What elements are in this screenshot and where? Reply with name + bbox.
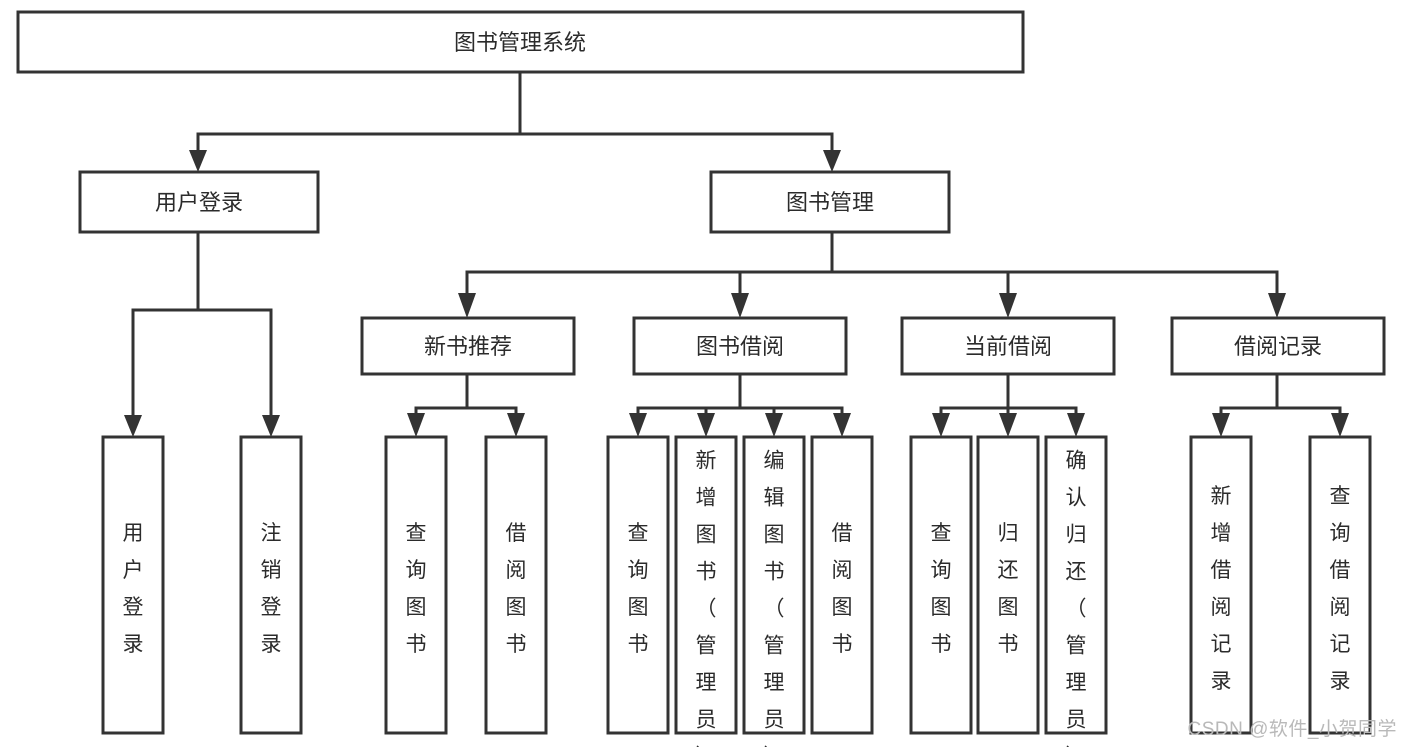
node-current-borrow[interactable]: 当前借阅 (900, 316, 1116, 376)
leaf-new-book-1-box[interactable] (384, 435, 448, 735)
arrow-borrow-leaf4 (833, 413, 851, 437)
leaf-current-borrow-2-box[interactable] (976, 435, 1040, 735)
leaf-user-login-1-box[interactable] (101, 435, 165, 735)
leaf-book-borrow-3-label: 编辑图书（管理员） (764, 449, 785, 747)
arrow-book-manage-to-current (999, 293, 1017, 318)
node-user-login-label: 用户登录 (155, 190, 243, 215)
leaf-book-borrow-1[interactable] (606, 435, 670, 735)
leaf-book-borrow-2-label: 新增图书（管理员） (696, 449, 717, 747)
leaf-borrow-record-2-label: 查询借阅记录 (1330, 485, 1351, 693)
leaf-new-book-1[interactable] (384, 435, 448, 735)
leaf-borrow-record-2-box[interactable] (1308, 435, 1372, 735)
arrow-user-login-leaf1 (124, 415, 142, 437)
arrow-book-manage-to-record (1268, 293, 1286, 318)
leaf-current-borrow-3-label: 确认归还（管理员） (1066, 449, 1087, 747)
leaf-current-borrow-2[interactable] (976, 435, 1040, 735)
node-current-borrow-box[interactable] (900, 316, 1116, 376)
leaf-borrow-record-2[interactable] (1308, 435, 1372, 735)
leaf-user-login-2-label: 注销登录 (261, 522, 282, 656)
node-borrow-record-box[interactable] (1170, 316, 1386, 376)
arrow-book-manage-to-new-book (458, 293, 476, 318)
leaf-borrow-record-1-label: 新增借阅记录 (1211, 485, 1232, 693)
leaf-current-borrow-1[interactable] (909, 435, 973, 735)
leaf-book-borrow-4[interactable] (810, 435, 874, 735)
node-new-book-recommend[interactable]: 新书推荐 (360, 316, 576, 376)
edge-user-login-to-bus (131, 230, 273, 312)
leaf-user-login-2[interactable] (239, 435, 303, 735)
leaf-current-borrow-1-label: 查询图书 (931, 522, 952, 656)
leaf-book-borrow-4-label: 借阅图书 (832, 522, 853, 656)
leaf-user-login-1[interactable] (101, 435, 165, 735)
arrow-root-to-user-login (189, 150, 207, 172)
leaf-user-login-2-box[interactable] (239, 435, 303, 735)
leaf-book-borrow-1-label: 查询图书 (628, 522, 649, 656)
node-user-login[interactable]: 用户登录 (78, 170, 320, 234)
edge-new-book-to-bus (414, 372, 518, 410)
arrow-borrow-leaf2 (697, 413, 715, 437)
node-borrow-record-label: 借阅记录 (1234, 334, 1322, 359)
edge-root-to-bus (196, 70, 834, 136)
arrow-borrow-leaf1 (629, 413, 647, 437)
node-new-book-recommend-box[interactable] (360, 316, 576, 376)
leaf-new-book-2[interactable] (484, 435, 548, 735)
leaf-user-login-1-label: 用户登录 (123, 522, 144, 656)
edge-borrow-to-bus (636, 372, 844, 410)
leaf-current-borrow-3[interactable] (1044, 435, 1108, 735)
leaf-labels-layer: 用户登录 注销登录 查询图书 借阅图书 查询图书 新增图书（管理员） 编辑图书（管理员） 借阅… (123, 449, 1351, 747)
arrow-borrow-leaf3 (765, 413, 783, 437)
node-book-manage-box[interactable] (709, 170, 951, 234)
node-new-book-recommend-label: 新书推荐 (424, 334, 512, 359)
edge-record-to-bus (1219, 372, 1342, 410)
leaf-new-book-2-label: 借阅图书 (506, 522, 527, 656)
node-book-borrow-label: 图书借阅 (696, 334, 784, 359)
node-borrow-record[interactable]: 借阅记录 (1170, 316, 1386, 376)
arrow-current-leaf1 (932, 413, 950, 437)
node-root-box[interactable] (16, 10, 1025, 74)
leaf-book-borrow-2[interactable] (674, 435, 738, 735)
leaf-new-book-2-box[interactable] (484, 435, 548, 735)
node-current-borrow-label: 当前借阅 (964, 334, 1052, 359)
leaf-current-borrow-3-box[interactable] (1044, 435, 1108, 735)
leaf-book-borrow-3[interactable] (742, 435, 806, 735)
arrow-new-book-leaf2 (507, 413, 525, 437)
leaf-new-book-1-label: 查询图书 (406, 522, 427, 656)
node-book-manage[interactable]: 图书管理 (709, 170, 951, 234)
arrow-record-leaf2 (1331, 413, 1349, 437)
arrow-root-to-book-manage (823, 150, 841, 172)
arrow-new-book-leaf1 (407, 413, 425, 437)
node-root[interactable]: 图书管理系统 (16, 10, 1025, 74)
arrow-current-leaf2 (999, 413, 1017, 437)
leaf-book-borrow-2-box[interactable] (674, 435, 738, 735)
leaf-book-borrow-1-box[interactable] (606, 435, 670, 735)
arrow-book-manage-to-borrow (731, 293, 749, 318)
node-book-manage-label: 图书管理 (786, 190, 874, 215)
arrow-user-login-leaf2 (262, 415, 280, 437)
leaf-book-borrow-3-box[interactable] (742, 435, 806, 735)
leaf-borrow-record-1-box[interactable] (1189, 435, 1253, 735)
leaf-current-borrow-2-label: 归还图书 (998, 522, 1019, 656)
node-user-login-box[interactable] (78, 170, 320, 234)
connectors-layer (124, 70, 1349, 437)
edge-current-to-bus (939, 372, 1078, 410)
node-book-borrow-box[interactable] (632, 316, 848, 376)
arrow-current-leaf3 (1067, 413, 1085, 437)
leaf-current-borrow-1-box[interactable] (909, 435, 973, 735)
arrow-record-leaf1 (1212, 413, 1230, 437)
node-root-label: 图书管理系统 (454, 30, 586, 55)
edge-book-manage-to-bus (465, 230, 1279, 274)
node-book-borrow[interactable]: 图书借阅 (632, 316, 848, 376)
leaf-borrow-record-1[interactable] (1189, 435, 1253, 735)
leaf-book-borrow-4-box[interactable] (810, 435, 874, 735)
